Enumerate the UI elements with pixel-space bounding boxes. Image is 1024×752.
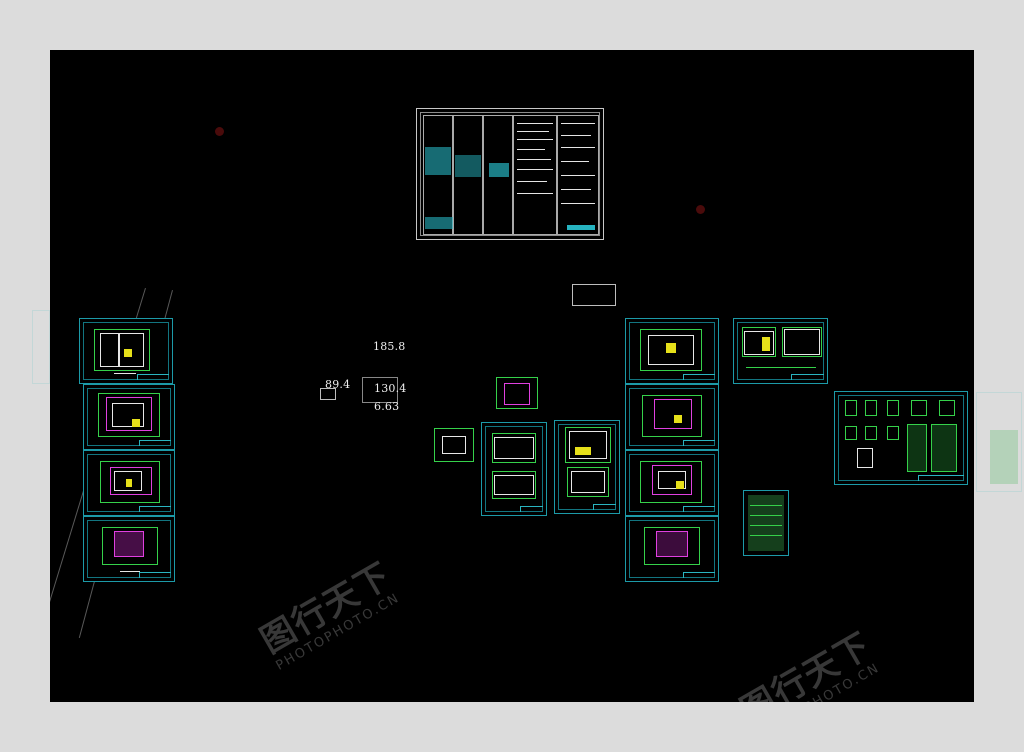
door-window-detail-sheet[interactable] — [834, 391, 968, 485]
dimension-text[interactable]: 130.4 — [374, 382, 407, 395]
elevation-sheet-1[interactable] — [481, 422, 547, 516]
schedule-table-sheet[interactable] — [743, 490, 789, 556]
cad-model-space[interactable]: 185.8 89.4 130.4 6.63 — [50, 50, 974, 702]
floor-plan-sheet-7[interactable] — [625, 450, 719, 516]
floor-plan-sheet-5[interactable] — [625, 318, 719, 384]
floor-plan-sheet-6[interactable] — [625, 384, 719, 450]
roof-plan-drawing[interactable] — [434, 428, 474, 462]
floor-plan-sheet-3[interactable] — [83, 450, 175, 516]
small-drawing-outline[interactable] — [572, 284, 616, 306]
ghost-drawing — [32, 310, 50, 384]
dimension-text[interactable]: 6.63 — [374, 400, 400, 413]
dimension-text[interactable]: 185.8 — [373, 340, 406, 353]
red-marker — [696, 205, 705, 214]
room-outline[interactable] — [362, 377, 398, 403]
elevation-sheet-2[interactable] — [554, 420, 620, 514]
red-marker — [215, 127, 224, 136]
floor-plan-sheet-8[interactable] — [625, 516, 719, 582]
ghost-drawing — [976, 392, 1022, 492]
section-sheet[interactable] — [733, 318, 828, 384]
ghost-drawing — [990, 430, 1018, 484]
watermark: 图行天下 PHOTOPHOTO.CN — [254, 554, 403, 674]
watermark: 图行天下 PHOTOPHOTO.CN — [734, 624, 883, 702]
dimension-text[interactable]: 89.4 — [325, 378, 351, 391]
floor-plan-sheet-2[interactable] — [83, 384, 175, 450]
room-outline[interactable] — [320, 388, 336, 400]
design-notes-sheet[interactable] — [416, 108, 604, 240]
floor-plan-sheet-4[interactable] — [83, 516, 175, 582]
floor-plan-sheet-1[interactable] — [79, 318, 173, 384]
site-plan-drawing[interactable] — [496, 377, 538, 409]
